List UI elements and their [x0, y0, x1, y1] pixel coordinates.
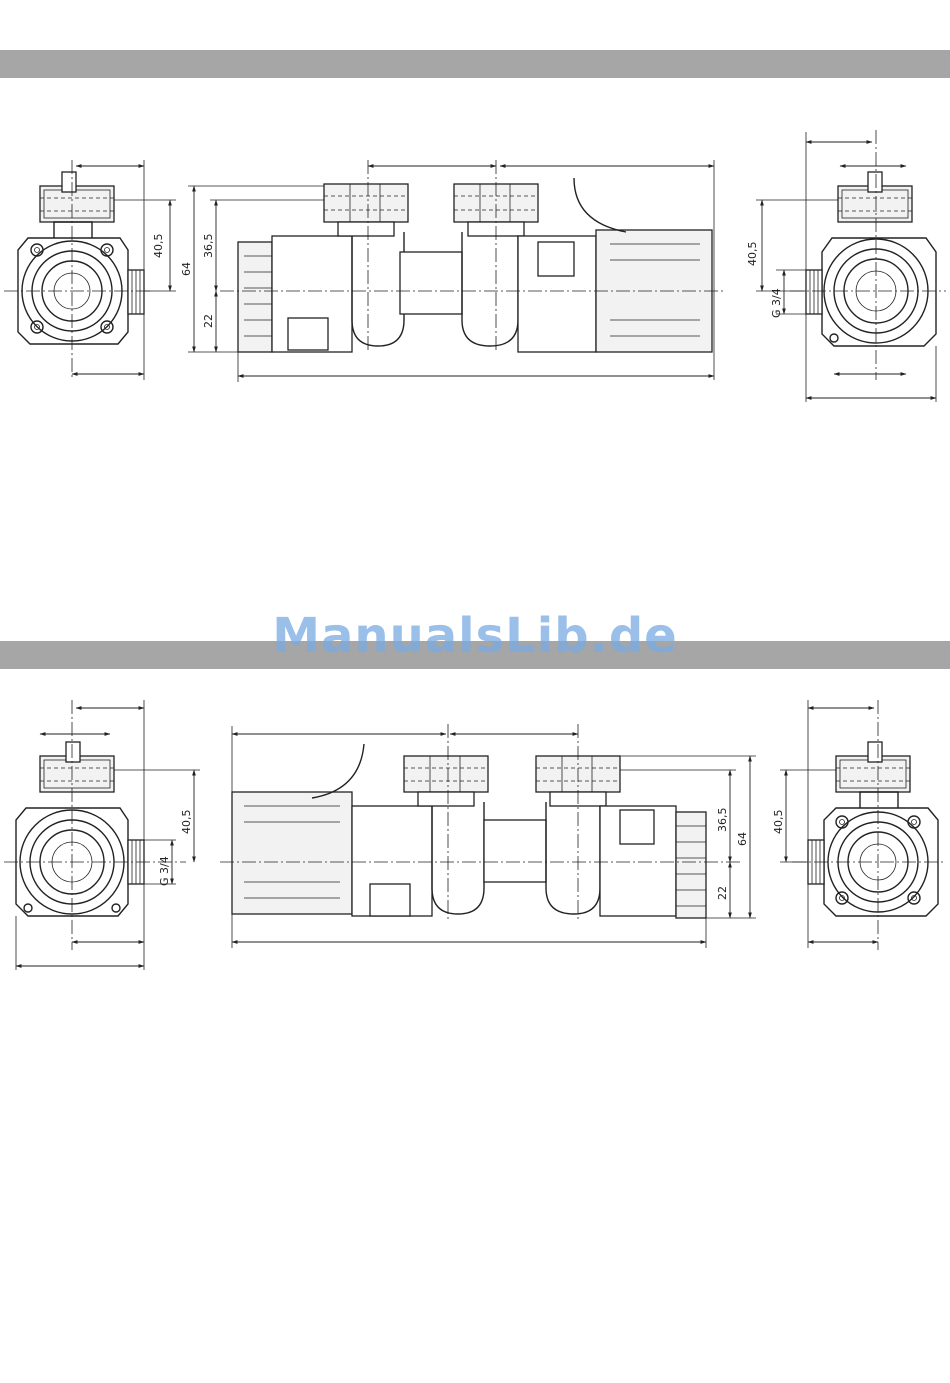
dim-40-5-top-left: 40,5 [152, 234, 165, 259]
dim-36-5-bottom: 36,5 [716, 808, 729, 833]
dim-36-5-top: 36,5 [202, 234, 215, 259]
dim-40-5-bottom-right: 40,5 [772, 810, 785, 835]
dim-64-top: 64 [180, 262, 193, 276]
dim-40-5-bottom-left: 40,5 [180, 810, 193, 835]
bottom-middle-side-view [220, 724, 756, 948]
top-left-end-view [4, 160, 176, 380]
dim-thread-top-right: G 3/4 [770, 288, 783, 318]
top-right-end-view [756, 130, 946, 402]
dim-22-bottom: 22 [716, 886, 729, 900]
bottom-right-end-view [780, 700, 946, 950]
dim-22-top: 22 [202, 314, 215, 328]
top-middle-side-view [188, 160, 726, 382]
bottom-left-end-view [4, 700, 200, 970]
dim-64-bottom: 64 [736, 832, 749, 846]
dim-thread-bottom-left: G 3/4 [158, 856, 171, 886]
dim-40-5-top-right: 40,5 [746, 242, 759, 267]
